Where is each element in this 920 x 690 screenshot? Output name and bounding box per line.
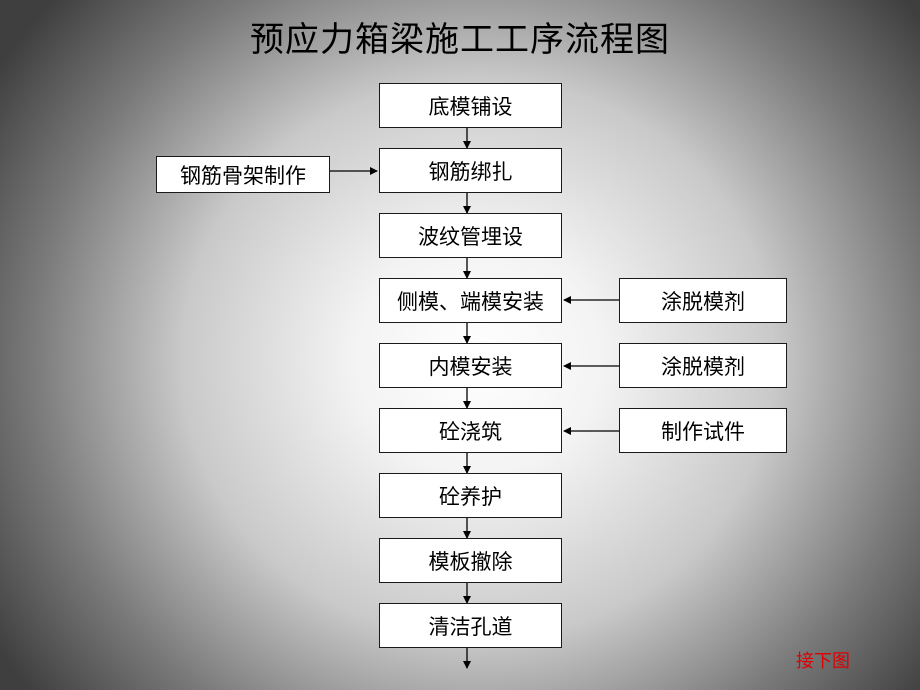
flow-step-6: 砼浇筑	[379, 408, 562, 453]
flow-step-4: 侧模、端模安装	[379, 278, 562, 323]
flow-step-5: 内模安装	[379, 343, 562, 388]
diagram-title: 预应力箱梁施工工序流程图	[250, 20, 670, 60]
flow-step-3: 波纹管埋设	[379, 213, 562, 258]
side-input-right-1: 涂脱模剂	[619, 278, 787, 323]
flow-step-2: 钢筋绑扎	[379, 148, 562, 193]
flow-step-8: 模板撤除	[379, 538, 562, 583]
flow-step-9: 清洁孔道	[379, 603, 562, 648]
next-diagram-link[interactable]: 接下图	[796, 651, 850, 672]
flow-step-7: 砼养护	[379, 473, 562, 518]
side-input-left-1: 钢筋骨架制作	[156, 156, 330, 193]
side-input-right-2: 涂脱模剂	[619, 343, 787, 388]
flow-step-1: 底模铺设	[379, 83, 562, 128]
side-input-right-3: 制作试件	[619, 408, 787, 453]
